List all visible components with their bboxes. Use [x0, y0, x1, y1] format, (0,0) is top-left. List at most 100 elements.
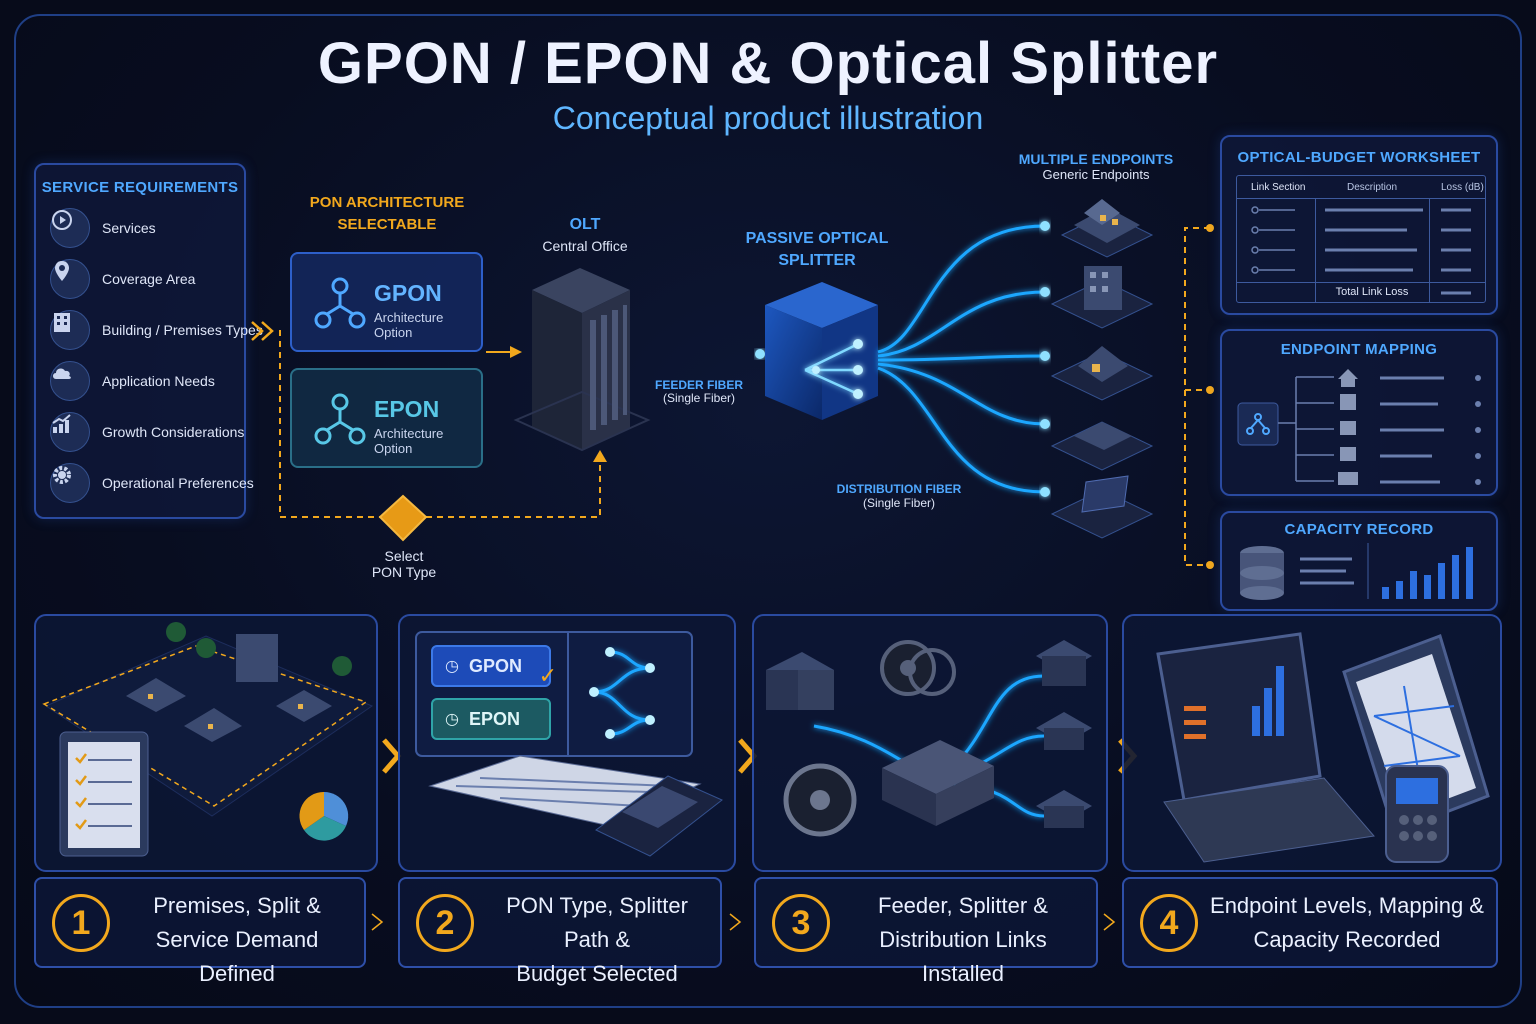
- pie-chart-icon: [299, 791, 349, 841]
- gpon-option-sub: Architecture Option: [374, 310, 444, 340]
- splitter-label-line1: PASSIVE OPTICAL: [745, 230, 889, 247]
- requirement-label: Operational Preferences: [102, 475, 254, 491]
- step-line1: Endpoint Levels, Mapping &: [1210, 893, 1484, 918]
- requirement-item: Application Needs: [50, 361, 215, 401]
- epon-option-card[interactable]: EPON Architecture Option: [290, 368, 483, 468]
- select-pon-decision-diamond: [378, 494, 428, 542]
- epon-button-label: EPON: [468, 708, 520, 729]
- requirement-item: Operational Preferences: [50, 463, 254, 503]
- worksheet-title: OPTICAL-BUDGET WORKSHEET: [1237, 149, 1481, 166]
- endpoint-mapping-title: ENDPOINT MAPPING: [1280, 341, 1438, 358]
- calculator-icon: [595, 775, 723, 857]
- step-card-2: 2 PON Type, Splitter Path & Budget Selecte…: [398, 877, 722, 986]
- growth-chart-icon: [50, 412, 90, 452]
- worksheet-table: Link Section Description Loss (dB) Total…: [1236, 175, 1486, 303]
- pon-architecture-line1: PON ARCHITECTURE: [309, 194, 465, 211]
- selection-loop-connector: [279, 330, 601, 518]
- distribution-fibers: [877, 224, 1046, 494]
- fiber-spool-icon: [880, 640, 956, 696]
- step3-illustration-panel: [752, 614, 1108, 872]
- epon-select-button[interactable]: ◷EPON: [431, 698, 551, 740]
- step-description: Premises, Split & Service Demand Defined: [120, 889, 354, 991]
- installation-illustration: [766, 640, 1092, 837]
- step-card-3: 3 Feeder, Splitter & Distribution Links In…: [754, 877, 1098, 986]
- database-icon: [1240, 546, 1284, 600]
- step-description: Feeder, Splitter & Distribution Links Ins…: [840, 889, 1086, 991]
- splitter-label-line2: SPLITTER: [778, 252, 856, 269]
- house-icon: [1060, 199, 1154, 258]
- requirement-label: Application Needs: [102, 373, 215, 389]
- step-line1: Feeder, Splitter &: [878, 893, 1048, 918]
- splitter-box-icon: [882, 740, 994, 826]
- house-icon: [1036, 640, 1092, 686]
- step-description: Endpoint Levels, Mapping &Capacity Recor…: [1208, 889, 1486, 957]
- pon-architecture-line2: SELECTABLE: [337, 216, 437, 233]
- olt-sub-label: Central Office: [542, 238, 628, 254]
- page-subtitle: Conceptual product illustration: [552, 100, 984, 136]
- building-icon: [766, 652, 834, 710]
- cable-reel-icon: [783, 763, 857, 837]
- pon-architecture-label: PON ARCHITECTURE SELECTABLE: [290, 192, 484, 236]
- endpoints-label: MULTIPLE ENDPOINTS: [1018, 151, 1174, 167]
- checkmark-icon: ✓: [538, 663, 557, 688]
- mapping-tree: [1237, 369, 1481, 485]
- requirement-label: Services: [102, 220, 156, 236]
- total-link-loss-label: Total Link Loss: [1335, 286, 1409, 298]
- step-line2: Distribution Links Installed: [879, 927, 1047, 986]
- requirement-item: Services: [50, 208, 156, 248]
- step-line2: Budget Selected: [516, 961, 678, 986]
- epon-option-name: EPON: [374, 396, 440, 422]
- gpon-select-button[interactable]: ◷GPON✓: [431, 645, 557, 688]
- step-number: 4: [1140, 894, 1198, 952]
- house-icon: [1036, 712, 1092, 750]
- gpon-option-card[interactable]: GPON Architecture Option: [290, 252, 483, 352]
- requirement-label: Coverage Area: [102, 271, 196, 287]
- laptop-icon: [1156, 632, 1375, 863]
- power-meter-icon: [1385, 765, 1449, 863]
- olt-label: OLT: [569, 216, 601, 233]
- worksheet-rows: [1251, 206, 1471, 295]
- apartment-building-icon: [1050, 266, 1154, 329]
- office-building-icon: [1050, 421, 1154, 471]
- premises-map-illustration: [42, 622, 374, 857]
- fiber-node: [755, 349, 765, 359]
- step4-illustration-panel: [1122, 614, 1502, 872]
- building-icon: [50, 310, 90, 350]
- records-illustration: [1156, 632, 1490, 863]
- topology-icon: [314, 393, 366, 445]
- requirement-label: Building / Premises Types: [102, 322, 263, 338]
- gpon-option-name: GPON: [374, 280, 442, 306]
- capacity-graphics: [1240, 543, 1473, 600]
- step-line2: Service Demand Defined: [155, 927, 319, 986]
- select-pon-line2: PON Type: [371, 564, 437, 580]
- splitter-label: PASSIVE OPTICAL SPLITTER: [740, 228, 894, 272]
- requirement-item: Growth Considerations: [50, 412, 244, 452]
- feeder-fiber-sub: (Single Fiber): [662, 391, 736, 405]
- arrowhead: [593, 450, 607, 462]
- cloud-icon: [50, 361, 90, 401]
- step-number: 2: [416, 894, 474, 952]
- step-number: 3: [772, 894, 830, 952]
- step-line1: Premises, Split &: [153, 893, 321, 918]
- endpoint-mapping-panel: ENDPOINT MAPPING: [1220, 329, 1498, 496]
- service-requirements-title: SERVICE REQUIREMENTS: [41, 179, 239, 196]
- requirement-label: Growth Considerations: [102, 424, 245, 440]
- house-icon: [1036, 790, 1092, 828]
- location-pin-icon: [50, 259, 90, 299]
- optical-budget-worksheet-panel: OPTICAL-BUDGET WORKSHEET Link Section De…: [1220, 135, 1498, 315]
- requirement-item: Building / Premises Types: [50, 310, 263, 350]
- distribution-fiber-sub: (Single Fiber): [862, 496, 936, 510]
- endpoints-sub-label: Generic Endpoints: [1042, 167, 1150, 182]
- passive-splitter-cube: [765, 282, 878, 420]
- requirement-item: Coverage Area: [50, 259, 195, 299]
- step-line1: PON Type, Splitter Path &: [506, 893, 688, 952]
- column-header: Description: [1347, 182, 1398, 193]
- endpoint-nodes: [1040, 221, 1050, 497]
- step-description: PON Type, Splitter Path & Budget Selected: [484, 889, 710, 991]
- checklist-clipboard-icon: [59, 731, 149, 857]
- feeder-fiber-label: FEEDER FIBER: [654, 378, 743, 392]
- step-small-arrows: [371, 913, 1116, 931]
